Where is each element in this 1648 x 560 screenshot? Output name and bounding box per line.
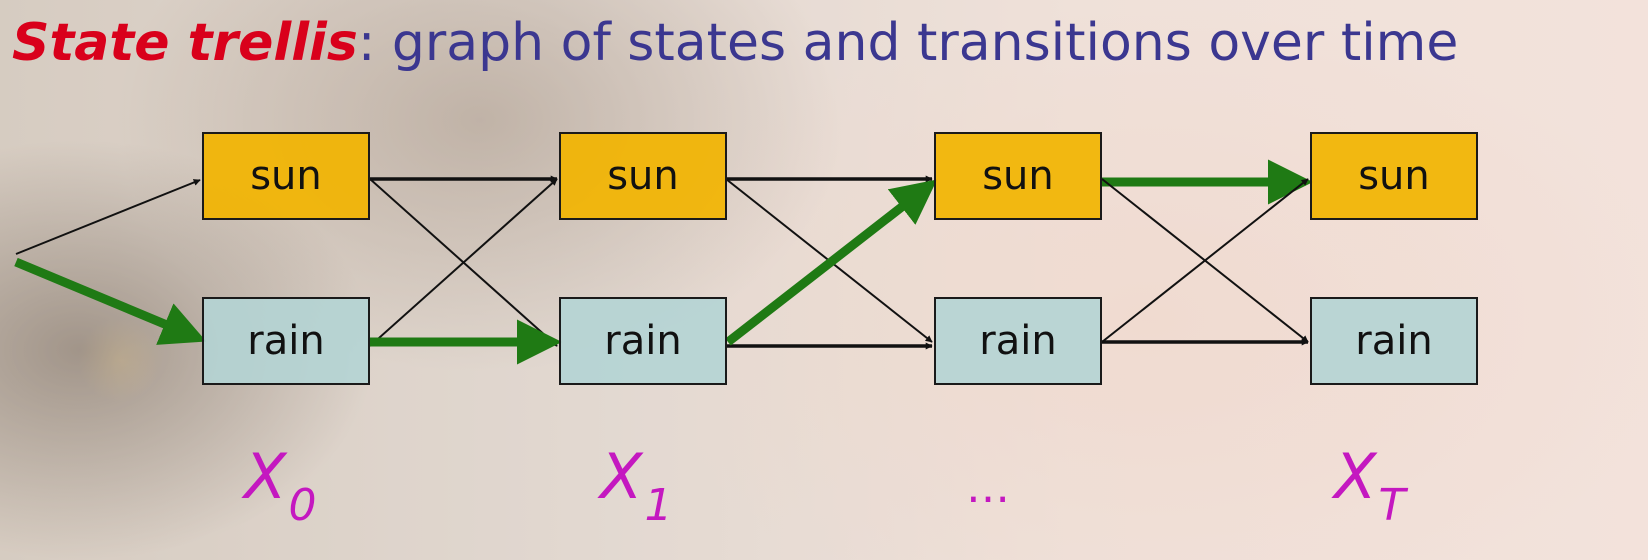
state-x2-rain: rain	[934, 297, 1102, 385]
edge-x1rain-x2sun-highlight	[725, 179, 938, 346]
edge-x0rain-x1sun	[369, 178, 558, 347]
label-ellipsis: …	[966, 462, 1010, 513]
label-x0-var: X	[244, 440, 287, 513]
edge-start-sun	[15, 179, 201, 255]
label-x1: X1	[600, 440, 672, 531]
title-rest: : graph of states and transitions over t…	[357, 13, 1459, 73]
state-x0-sun: sun	[202, 132, 370, 220]
label-xt: XT	[1334, 440, 1405, 531]
state-x1-rain: rain	[559, 297, 727, 385]
label-x0-sub: 0	[288, 480, 317, 531]
edge-start-rain-highlight	[14, 257, 207, 345]
title-emphasis: State trellis	[12, 13, 358, 73]
state-x2-sun: sun	[934, 132, 1102, 220]
label-x0: X0	[244, 440, 316, 531]
label-x1-sub: 1	[644, 480, 673, 531]
state-xt-sun: sun	[1310, 132, 1478, 220]
label-xt-var: X	[1334, 440, 1377, 513]
label-xt-sub: T	[1378, 480, 1406, 531]
state-x0-rain: rain	[202, 297, 370, 385]
state-xt-rain: rain	[1310, 297, 1478, 385]
label-x1-var: X	[600, 440, 643, 513]
slide-title: State trellis: graph of states and trans…	[12, 12, 1458, 74]
state-x1-sun: sun	[559, 132, 727, 220]
edge-x2rain-xtsun	[1101, 178, 1309, 343]
